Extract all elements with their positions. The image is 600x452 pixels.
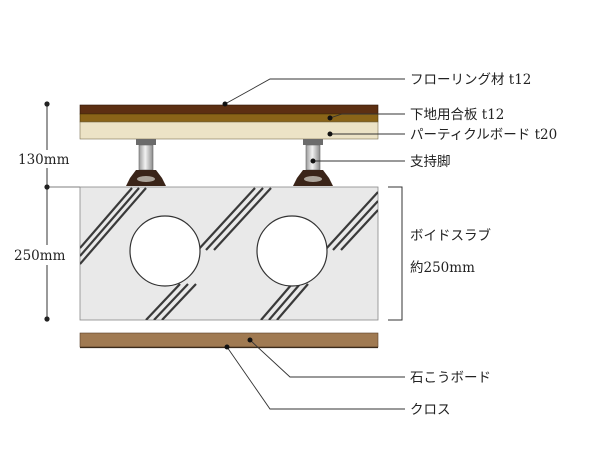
support-leg-right bbox=[293, 139, 333, 186]
plywood-layer bbox=[79, 113, 379, 123]
dimension-dot-top bbox=[44, 101, 50, 107]
dimension-250mm: 250mm bbox=[14, 248, 66, 264]
label-void-slab-thickness: 約250mm bbox=[410, 260, 475, 276]
label-plywood: 下地用合板 t12 bbox=[410, 107, 504, 123]
void-slab bbox=[79, 186, 379, 321]
label-cloth: クロス bbox=[410, 402, 451, 418]
void-hollow-left bbox=[129, 215, 201, 287]
void-hollow-right bbox=[256, 215, 328, 287]
label-gypsum-board: 石こうボード bbox=[410, 370, 491, 386]
support-leg-left bbox=[126, 139, 166, 186]
leader-dots bbox=[222, 101, 333, 350]
dimension-dot-mid bbox=[44, 184, 50, 190]
leader-lines bbox=[224, 78, 405, 410]
label-particleboard: パーティクルボード t20 bbox=[410, 127, 557, 143]
gypsum-board-layer bbox=[79, 332, 379, 348]
dimension-line bbox=[14, 101, 80, 322]
label-flooring: フローリング材 t12 bbox=[410, 72, 531, 88]
dimension-dot-bottom bbox=[44, 316, 50, 322]
particleboard-layer bbox=[79, 121, 379, 140]
label-void-slab: ボイドスラブ bbox=[410, 227, 491, 244]
label-support-leg: 支持脚 bbox=[410, 154, 451, 170]
flooring-layer bbox=[79, 104, 379, 115]
slab-bracket bbox=[388, 186, 403, 321]
dimension-130mm: 130mm bbox=[18, 152, 70, 168]
